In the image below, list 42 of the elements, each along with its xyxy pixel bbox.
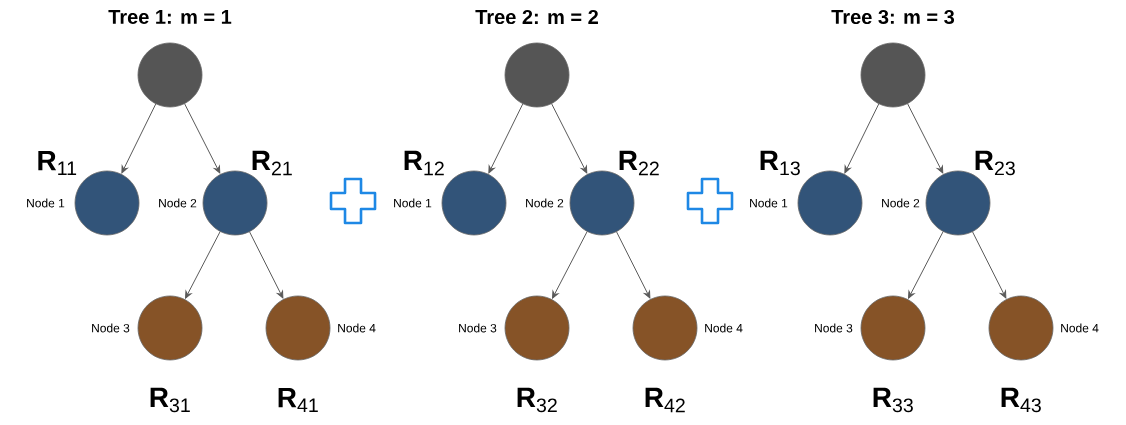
arrow [551, 103, 588, 174]
arrow [616, 231, 651, 299]
output-label: R$_{31}$ [150, 387, 190, 413]
tree-title: Tree 3: m = 3 [831, 9, 955, 25]
node-label: Node 2 [882, 198, 920, 208]
arrow [121, 103, 157, 174]
output-label: R$_{43}$ [1001, 387, 1041, 413]
tree-node-circle [504, 42, 570, 108]
arrow [552, 231, 588, 299]
output-label: R$_{22}$ [619, 150, 659, 176]
arrow [907, 103, 944, 174]
arrow [908, 231, 944, 299]
arrow [249, 231, 284, 299]
node-label: Node 1 [750, 198, 788, 208]
node-label: Node 3 [92, 323, 130, 333]
arrow [488, 103, 524, 174]
arrow [185, 231, 221, 299]
node-label: Node 2 [159, 198, 197, 208]
node-label: Node 3 [459, 323, 497, 333]
node-label: Node 4 [338, 323, 376, 333]
output-label: R$_{23}$ [975, 150, 1015, 176]
node-label: Node 4 [1061, 323, 1099, 333]
node-label: Node 1 [27, 198, 65, 208]
output-label: R$_{41}$ [278, 387, 318, 413]
output-label: R$_{32}$ [517, 387, 557, 413]
tree-title: Tree 2: m = 2 [475, 9, 598, 25]
output-label: R$_{33}$ [873, 387, 913, 413]
node-label: Node 2 [526, 198, 564, 208]
output-label: R$_{13}$ [760, 150, 800, 176]
arrow [972, 231, 1007, 299]
tree-node-circle [137, 42, 203, 108]
output-label: R$_{42}$ [645, 387, 685, 413]
output-label: R$_{11}$ [38, 150, 77, 176]
node-label: Node 1 [394, 198, 432, 208]
tree-node-circle [860, 42, 926, 108]
arrow [844, 103, 880, 174]
arrow [184, 103, 221, 174]
tree-title: Tree 1: m = 1 [108, 10, 232, 24]
output-label: R$_{21}$ [252, 150, 292, 176]
output-label: R$_{12}$ [404, 150, 444, 176]
node-label: Node 4 [705, 323, 743, 333]
node-label: Node 3 [815, 323, 853, 333]
